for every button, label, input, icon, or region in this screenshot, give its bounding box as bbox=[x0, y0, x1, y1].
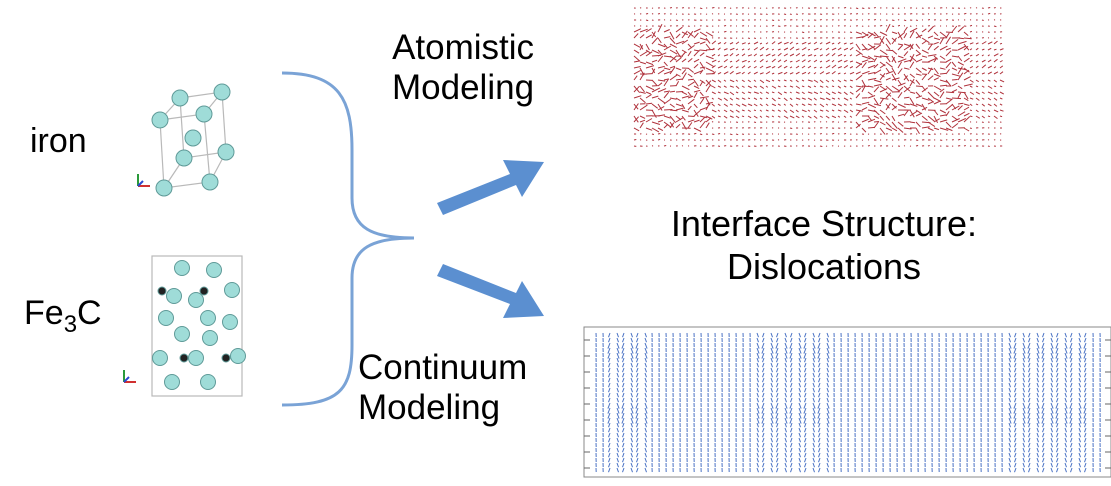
atomistic-line-1: Atomistic bbox=[392, 28, 535, 67]
iron-atom bbox=[200, 374, 216, 390]
iron-atom bbox=[184, 129, 202, 147]
atomistic-modeling-label: Atomistic Modeling bbox=[392, 28, 534, 109]
fe3c-label-tail: C bbox=[77, 294, 102, 332]
fe3c-label: Fe3C bbox=[24, 294, 102, 338]
axis-triad-icon-2 bbox=[123, 370, 136, 383]
interface-title-line-1: Interface Structure: bbox=[670, 203, 978, 244]
interface-title-line-2: Dislocations bbox=[726, 246, 922, 288]
continuum-line-1: Continuum bbox=[358, 348, 528, 387]
continuum-modeling-label: Continuum Modeling bbox=[358, 348, 527, 429]
iron-atom bbox=[195, 105, 213, 123]
iron-atom bbox=[164, 374, 180, 390]
atomistic-line-2: Modeling bbox=[392, 68, 535, 108]
iron-atom bbox=[224, 282, 240, 298]
fe3c-label-main: Fe bbox=[24, 294, 64, 332]
iron-atom bbox=[188, 292, 204, 308]
interface-structure-title: Interface Structure: Dislocations bbox=[614, 202, 1034, 288]
continuum-line-2: Modeling bbox=[358, 388, 501, 428]
iron-atom bbox=[213, 83, 231, 101]
carbon-atom bbox=[199, 286, 209, 296]
iron-atom bbox=[230, 348, 246, 364]
iron-atom bbox=[171, 89, 189, 107]
iron-atom bbox=[202, 330, 218, 346]
iron-atom bbox=[155, 179, 173, 197]
iron-atom bbox=[175, 149, 193, 167]
iron-atom bbox=[201, 173, 219, 191]
fe3c-label-subscript: 3 bbox=[63, 310, 78, 338]
iron-atom bbox=[222, 314, 238, 330]
carbon-atom bbox=[179, 353, 189, 363]
iron-atom bbox=[174, 326, 190, 342]
iron-atom bbox=[166, 288, 182, 304]
iron-label: iron bbox=[30, 122, 87, 160]
axis-triad-icon bbox=[137, 174, 150, 187]
iron-atom bbox=[200, 310, 216, 326]
iron-atom bbox=[206, 262, 222, 278]
iron-atom bbox=[152, 350, 168, 366]
carbon-atom bbox=[157, 286, 167, 296]
iron-atom bbox=[151, 111, 169, 129]
iron-atom bbox=[158, 310, 174, 326]
carbon-atom bbox=[221, 353, 231, 363]
iron-atom bbox=[217, 143, 235, 161]
iron-atom bbox=[174, 260, 190, 276]
